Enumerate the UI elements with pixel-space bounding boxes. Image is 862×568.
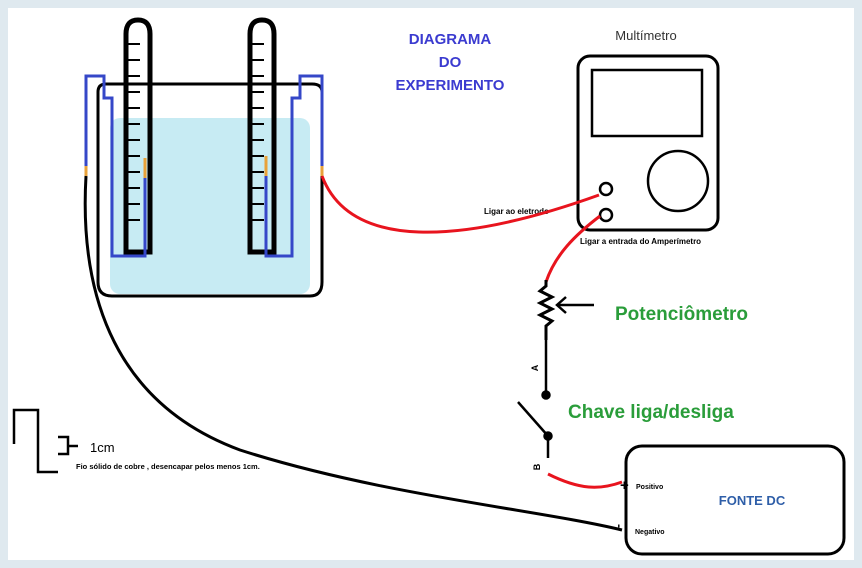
potentiometer — [536, 280, 556, 392]
electrode-left — [84, 74, 147, 258]
potentiometer-label: Potenciômetro — [615, 304, 748, 325]
diagram-title-line-2: DO — [439, 54, 462, 71]
electrode-port-label: Ligar ao eletrodo — [484, 207, 549, 216]
dimension-label: 1cm — [90, 440, 115, 455]
on-off-switch — [517, 390, 553, 458]
multimeter-port-electrode — [598, 181, 614, 197]
wire-electrode-to-multimeter — [320, 175, 600, 234]
wire-switch-to-positive — [547, 472, 623, 489]
potentiometer-arrow-icon — [555, 296, 594, 314]
negative-sign: - — [611, 524, 625, 528]
beaker-liquid — [110, 118, 310, 294]
multimeter-label: Multímetro — [615, 28, 676, 43]
power-supply-label: FONTE DC — [719, 493, 786, 508]
wire-note: Fio sólido de cobre , desencapar pelos m… — [76, 462, 260, 471]
switch-terminal-a-label: A — [530, 364, 540, 371]
stripped-wire-detail — [12, 408, 78, 474]
positive-sign: + — [620, 477, 629, 494]
multimeter-dial — [646, 149, 710, 213]
test-tube-right — [247, 17, 277, 255]
test-tube-left — [123, 17, 153, 255]
diagram-title-line-1: DIAGRAMA — [409, 31, 492, 48]
negative-terminal-label: Negativo — [635, 529, 665, 536]
switch-label: Chave liga/desliga — [568, 402, 734, 423]
dc-power-supply — [624, 444, 846, 556]
red-wires — [320, 175, 623, 489]
multimeter-display — [590, 68, 704, 138]
positive-terminal-label: Positivo — [636, 484, 663, 491]
wire-electrode-to-negative — [83, 175, 623, 532]
wire-ammeter-to-potentiometer — [544, 214, 601, 283]
diagram-title-line-3: EXPERIMENTO — [396, 77, 505, 94]
multimeter-port-ammeter — [598, 207, 614, 223]
multimeter — [576, 54, 720, 232]
electrode-right — [264, 74, 324, 258]
ammeter-port-label: Ligar a entrada do Amperímetro — [580, 237, 701, 246]
switch-terminal-b-label: B — [532, 463, 542, 470]
